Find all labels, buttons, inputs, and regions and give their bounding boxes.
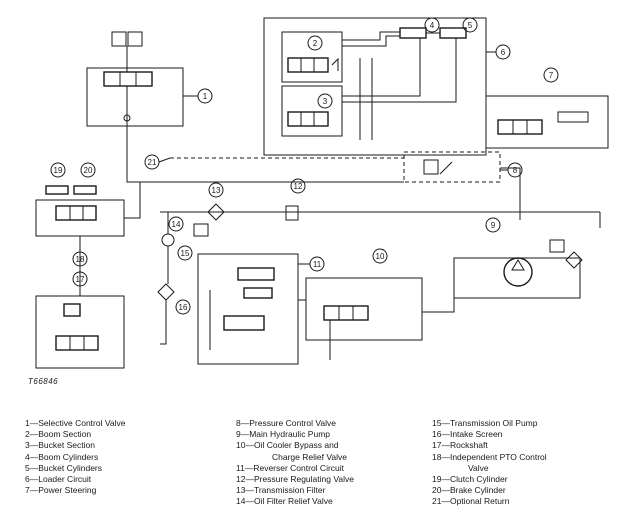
selective-control-valve bbox=[103, 31, 153, 150]
legend-item: 16—Intake Screen bbox=[432, 429, 503, 440]
legend-item: 2—Boom Section bbox=[25, 429, 92, 440]
callout-6: 6 bbox=[486, 44, 511, 60]
power-steering-valve bbox=[497, 111, 589, 135]
svg-text:7: 7 bbox=[549, 71, 554, 80]
legend-column-3: 15—Transmission Oil Pump 16—Intake Scree… bbox=[432, 418, 547, 508]
callout-21: 21 bbox=[144, 154, 171, 170]
svg-text:16: 16 bbox=[179, 303, 188, 312]
callout-11: 11 bbox=[298, 256, 325, 272]
main-hydraulic-pump bbox=[503, 239, 583, 287]
legend-column-2: 8—Pressure Control Valve 9—Main Hydrauli… bbox=[236, 418, 354, 508]
callout-18: 18 bbox=[72, 251, 88, 267]
legend-item-continuation: Charge Relief Valve bbox=[272, 451, 347, 462]
legend-item: 15—Transmission Oil Pump bbox=[432, 418, 538, 428]
callout-13: 13 bbox=[208, 182, 224, 198]
bucket-cylinders bbox=[439, 27, 467, 39]
callout-20: 20 bbox=[80, 162, 96, 178]
callout-15: 15 bbox=[177, 245, 193, 261]
pto-control-valve bbox=[55, 205, 97, 221]
power-steering-box bbox=[485, 95, 609, 149]
callout-10: 10 bbox=[372, 248, 388, 264]
legend-item: 10—Oil Cooler Bypass and bbox=[236, 440, 339, 451]
legend-item: 17—Rockshaft bbox=[432, 440, 488, 451]
callout-9: 9 bbox=[485, 217, 501, 233]
svg-text:8: 8 bbox=[513, 166, 518, 175]
svg-text:18: 18 bbox=[76, 255, 85, 264]
callout-12: 12 bbox=[290, 178, 306, 194]
svg-text:9: 9 bbox=[491, 221, 496, 230]
reverser-control-circuit-box bbox=[197, 253, 299, 365]
legend-item: 14—Oil Filter Relief Valve bbox=[236, 496, 333, 507]
callout-2: 2 bbox=[307, 35, 323, 51]
svg-text:19: 19 bbox=[54, 166, 63, 175]
legend-item: 9—Main Hydraulic Pump bbox=[236, 429, 331, 440]
svg-text:20: 20 bbox=[84, 166, 93, 175]
oil-cooler-bypass-valve bbox=[323, 305, 369, 360]
svg-text:1: 1 bbox=[203, 92, 208, 101]
intake-screen bbox=[157, 283, 175, 301]
loader-circuit-box bbox=[263, 17, 487, 156]
callouts: 1 2 3 4 5 6 7 8 9 10 11 12 13 14 15 16 1… bbox=[50, 17, 559, 315]
legend-item: 6—Loader Circuit bbox=[25, 474, 92, 485]
main-hydraulic-pump-box bbox=[453, 257, 581, 299]
oil-filter-relief-valve bbox=[193, 223, 209, 237]
figure-id: T66846 bbox=[28, 377, 59, 386]
legend-item: 12—Pressure Regulating Valve bbox=[236, 474, 354, 485]
transmission-filter bbox=[207, 203, 225, 221]
brake-cylinder bbox=[73, 185, 97, 195]
callout-7: 7 bbox=[543, 67, 559, 83]
legend-item: 18—Independent PTO Control bbox=[432, 451, 547, 462]
pressure-regulating-valve bbox=[285, 205, 299, 221]
boom-section-valve bbox=[281, 31, 343, 83]
reverser-control-valves bbox=[209, 267, 275, 350]
svg-text:6: 6 bbox=[501, 48, 506, 57]
legend-item: 21—Optional Return bbox=[432, 496, 510, 507]
hydraulic-schematic: 1 2 3 4 5 6 7 8 9 10 11 12 13 14 15 16 1… bbox=[35, 17, 609, 369]
boom-cylinders bbox=[399, 27, 427, 39]
bucket-section-valve bbox=[281, 85, 343, 137]
legend-item: 7—Power Steering bbox=[25, 485, 97, 496]
callout-16: 16 bbox=[175, 299, 191, 315]
legend-item: 11—Reverser Control Circuit bbox=[236, 462, 345, 473]
pressure-control-valve bbox=[423, 159, 453, 175]
legend-item: 13—Transmission Filter bbox=[236, 485, 326, 496]
svg-text:15: 15 bbox=[181, 249, 190, 258]
callout-19: 19 bbox=[50, 162, 66, 178]
legend-item: 19—Clutch Cylinder bbox=[432, 474, 508, 485]
selective-control-valve-box bbox=[86, 67, 184, 127]
callout-4: 4 bbox=[424, 17, 440, 33]
transmission-oil-pump bbox=[161, 233, 175, 247]
legend-item: 5—Bucket Cylinders bbox=[25, 462, 103, 473]
svg-text:10: 10 bbox=[376, 252, 385, 261]
svg-text:3: 3 bbox=[323, 97, 328, 106]
legend-column-1: 1—Selective Control Valve 2—Boom Section… bbox=[25, 418, 125, 496]
svg-text:2: 2 bbox=[313, 39, 318, 48]
legend-item: 4—Boom Cylinders bbox=[25, 451, 99, 462]
svg-text:13: 13 bbox=[212, 186, 221, 195]
clutch-cylinder bbox=[45, 185, 69, 195]
legend-item: 8—Pressure Control Valve bbox=[236, 418, 336, 428]
callout-14: 14 bbox=[168, 216, 184, 232]
callout-8: 8 bbox=[500, 162, 523, 178]
legend-item: 20—Brake Cylinder bbox=[432, 485, 506, 496]
legend-item: 3—Bucket Section bbox=[25, 440, 95, 451]
legend-item: 1—Selective Control Valve bbox=[25, 418, 126, 428]
svg-text:12: 12 bbox=[294, 182, 303, 191]
oil-cooler-bypass-box bbox=[305, 277, 423, 341]
svg-text:17: 17 bbox=[76, 275, 85, 284]
main-return-lines bbox=[126, 150, 601, 228]
legend-item-continuation: Valve bbox=[468, 462, 489, 473]
svg-text:4: 4 bbox=[430, 21, 435, 30]
svg-text:14: 14 bbox=[172, 220, 181, 229]
callout-3: 3 bbox=[317, 93, 333, 109]
callout-17: 17 bbox=[72, 271, 88, 287]
pressure-control-valve-box bbox=[403, 151, 501, 183]
callout-5: 5 bbox=[462, 17, 478, 33]
callout-1: 1 bbox=[183, 88, 213, 104]
svg-text:11: 11 bbox=[313, 260, 322, 269]
svg-text:5: 5 bbox=[468, 21, 473, 30]
svg-text:21: 21 bbox=[148, 158, 157, 167]
